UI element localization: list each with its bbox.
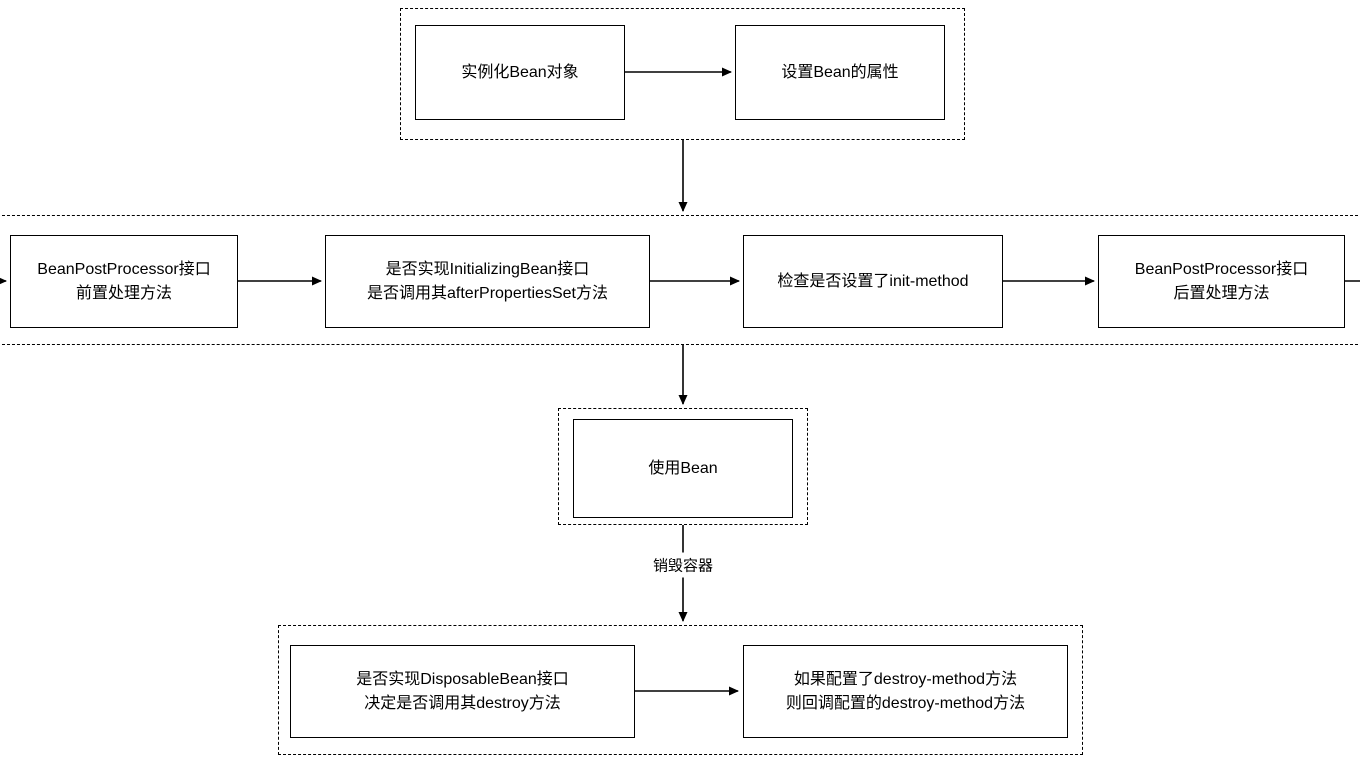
node-disposable-bean-label: 是否实现DisposableBean接口 决定是否调用其destroy方法 bbox=[356, 670, 569, 712]
node-postprocessor-before: BeanPostProcessor接口 前置处理方法 bbox=[10, 235, 238, 328]
destroy-container-label: 销毁容器 bbox=[646, 552, 720, 578]
node-destroy-method: 如果配置了destroy-method方法 则回调配置的destroy-meth… bbox=[743, 645, 1068, 738]
node-instantiate-bean-label: 实例化Bean对象 bbox=[461, 63, 579, 81]
initialization-phase-group bbox=[0, 215, 1360, 345]
node-postprocessor-after: BeanPostProcessor接口 后置处理方法 bbox=[1098, 235, 1345, 328]
destruction-phase-group bbox=[278, 625, 1083, 755]
use-phase-group bbox=[558, 408, 808, 525]
node-disposable-bean: 是否实现DisposableBean接口 决定是否调用其destroy方法 bbox=[290, 645, 635, 738]
node-check-init-method-label: 检查是否设置了init-method bbox=[777, 272, 969, 290]
node-check-init-method: 检查是否设置了init-method bbox=[743, 235, 1003, 328]
node-initializing-bean: 是否实现InitializingBean接口 是否调用其afterPropert… bbox=[325, 235, 650, 328]
node-postprocessor-after-label: BeanPostProcessor接口 后置处理方法 bbox=[1134, 260, 1309, 302]
node-postprocessor-before-label: BeanPostProcessor接口 前置处理方法 bbox=[37, 260, 211, 302]
node-use-bean: 使用Bean bbox=[573, 419, 793, 518]
node-set-bean-properties-label: 设置Bean的属性 bbox=[781, 63, 899, 81]
node-initializing-bean-label: 是否实现InitializingBean接口 是否调用其afterPropert… bbox=[367, 260, 608, 302]
node-destroy-method-label: 如果配置了destroy-method方法 则回调配置的destroy-meth… bbox=[785, 670, 1026, 712]
creation-phase-group bbox=[400, 8, 965, 140]
node-set-bean-properties: 设置Bean的属性 bbox=[735, 25, 945, 120]
node-use-bean-label: 使用Bean bbox=[648, 459, 718, 477]
node-instantiate-bean: 实例化Bean对象 bbox=[415, 25, 625, 120]
